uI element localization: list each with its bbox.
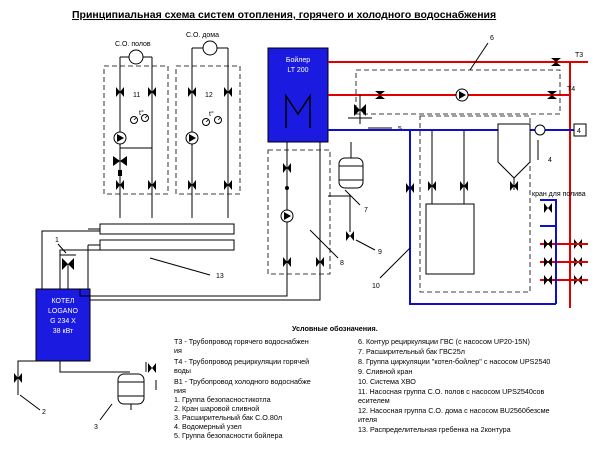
label-1: 1 [55,237,59,244]
label-13: 13 [216,273,224,280]
t-sign-12: t° [209,110,214,118]
legend-left-item: 2. Кран шаровой сливной [174,404,259,413]
legend-left-column: Т3 - Трубопровод горячего водоснабжен ия… [174,337,311,440]
dhw-recirc-pipe-t4: Т4 [328,86,575,102]
kotel-line3: G 234 X [50,318,76,325]
legend-right-item: ителя [358,415,377,424]
label-7: 7 [364,207,368,214]
pump-group-11-box [103,65,169,195]
outlet-valves [544,203,588,285]
label-t3: Т3 [575,52,583,59]
water-treatment-system: 10 [372,123,531,290]
kotel-line4: 38 кВт [53,328,74,335]
circulation-group-8-box [267,149,331,275]
floor-heating-consumer [119,49,153,65]
expansion-tank-dhw: 7 [338,142,368,214]
label-4: 4 [577,128,581,135]
label-6: 6 [490,35,494,42]
distribution-manifold: 13 [88,223,235,280]
recirc-loop-6-box [355,69,561,115]
legend-left-item: ния [174,386,186,395]
legend-right-item: 13. Распределительная гребенка на 2конту… [358,425,511,434]
legend-left-item: 3. Расширительный бак С.О.80л [174,413,282,422]
label-t4: Т4 [567,86,575,93]
label-10: 10 [372,283,380,290]
cold-water-pipe-b1 [328,129,578,305]
label-2: 2 [42,409,46,416]
heating-circuit-floors-label: С.О. полов [115,41,151,48]
label-kran-dlya-poliva: кран для полива [532,191,586,198]
label-8: 8 [340,260,344,267]
circulation-group-8: 8 [280,142,344,274]
pump-group-12-box [175,65,241,195]
boiler-logano: КОТЕЛ LOGANO G 234 X 38 кВт [35,288,91,362]
boiler-line1: Бойлер [286,56,310,64]
legend-right-item: 6. Контур рециркуляции ГВС (с насосом UP… [358,337,530,346]
legend-left-item: Т4 - Трубопровод рециркуляции горячей [174,357,309,366]
diagram-title: Принципиальная схема систем отопления, г… [72,9,496,21]
house-heating-consumer [191,40,229,65]
legend-left-item: Т3 - Трубопровод горячего водоснабжен [174,337,309,346]
legend: Условные обозначения. Т3 - Трубопровод г… [174,324,550,440]
legend-right-item: есителем [358,396,390,405]
drain-valve: 9 [328,195,382,256]
legend-left-item: 5. Группа безопасности бойлера [174,431,283,440]
kotel-line1: КОТЕЛ [52,298,75,305]
legend-right-item: 7. Расширительный бак ГВС25л [358,347,465,356]
legend-left-item: В1 - Трубопровод холодного водоснабже [174,377,311,386]
label-4b: 4 [548,157,552,164]
legend-right-item: 11. Насосная группа С.О. полов с насосом… [358,387,545,396]
legend-left-item: воды [174,366,191,375]
label-co-polov: С.О. полов [115,41,151,48]
legend-right-item: 9. Сливной кран [358,367,412,376]
label-co-doma: С.О. дома [186,32,219,39]
label-3: 3 [94,424,98,431]
leader-6 [469,42,489,71]
label-11: 11 [133,92,140,99]
legend-left-item: ия [174,346,182,355]
label-9: 9 [378,249,382,256]
boiler-line2: LT 200 [287,67,308,74]
legend-right-column: 6. Контур рециркуляции ГВС (с насосом UP… [358,337,550,434]
legend-header: Условные обозначения. [292,324,378,333]
water-treatment-box [419,115,531,293]
pump-group-12: 12 t° [185,65,232,218]
legend-right-item: 10. Система ХВО [358,377,416,386]
t-sign-11: t° [139,109,144,117]
leader-2 [19,394,41,411]
kotel-safety-group: 1 [55,237,76,289]
expansion-tank-heating: 3 [94,362,157,431]
legend-left-item: 4. Водомерный узел [174,422,242,431]
water-meter-unit: 4 4 [534,123,587,164]
water-heater-lt200: Бойлер LT 200 [267,47,329,143]
legend-right-item: 8. Группа циркуляции "котел-бойлер" с на… [358,357,550,366]
legend-right-item: 12. Насосная группа С.О. дома с насосом … [358,406,550,415]
label-12: 12 [205,92,213,99]
legend-left-item: 1. Группа безопасностикотла [174,395,271,404]
kotel-line2: LOGANO [48,308,79,315]
pump-group-11: 11 t° [113,65,156,218]
